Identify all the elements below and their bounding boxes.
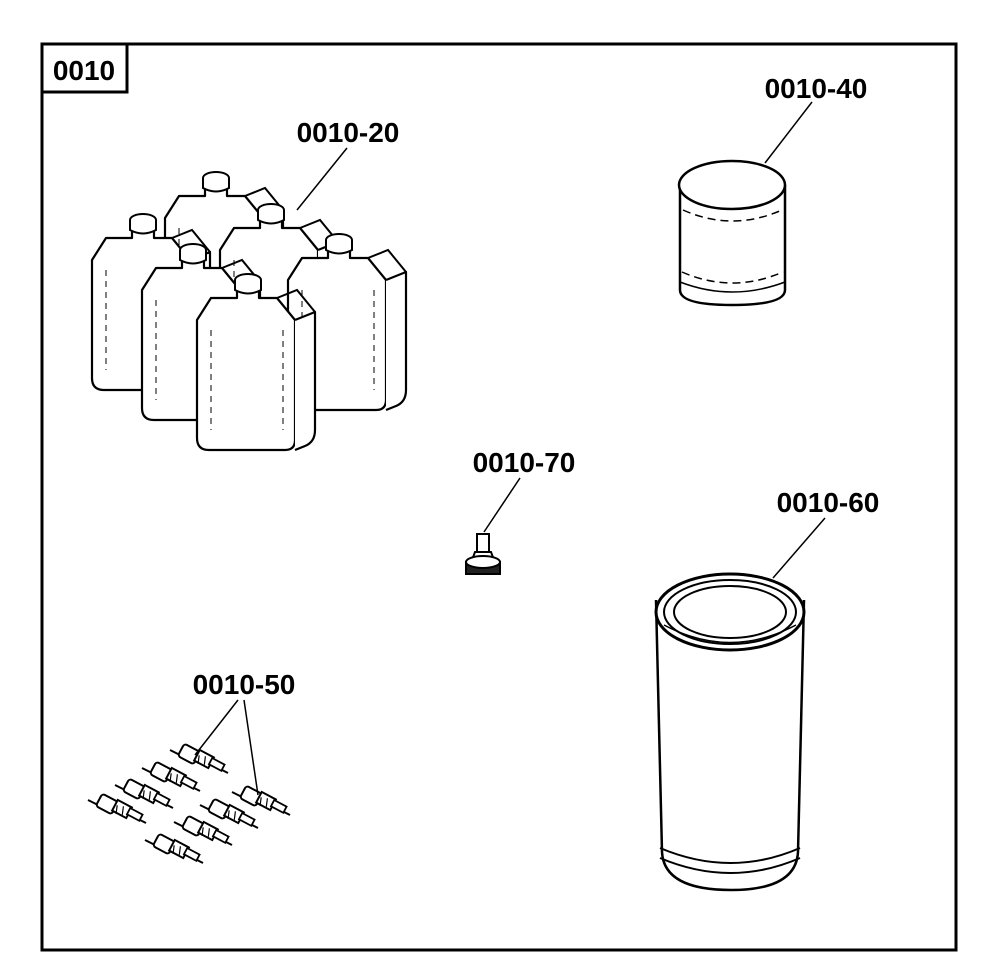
callout-oil-filter: 0010-40 bbox=[765, 73, 868, 104]
leader-line-air-filter bbox=[772, 517, 826, 579]
frame-label: 0010 bbox=[53, 55, 115, 86]
callout-drain-valve: 0010-70 bbox=[473, 447, 576, 478]
leader-line-drain-valve bbox=[483, 477, 521, 533]
callout-oil-bottles: 0010-20 bbox=[297, 117, 400, 148]
leader-line-spark-plugs-b bbox=[243, 699, 259, 796]
leader-line-oil-filter bbox=[764, 101, 813, 164]
diagram-frame bbox=[40, 42, 958, 952]
oil-bottles-illustration bbox=[90, 170, 408, 452]
drain-valve-illustration bbox=[465, 533, 501, 575]
callout-spark-plugs: 0010-50 bbox=[193, 669, 296, 700]
frame-label-box bbox=[40, 42, 129, 94]
oil-filter-illustration bbox=[677, 159, 787, 307]
air-filter-illustration bbox=[654, 572, 806, 892]
leader-line-spark-plugs-a bbox=[194, 699, 239, 756]
callout-air-filter: 0010-60 bbox=[777, 487, 880, 518]
leader-line-oil-bottles bbox=[296, 147, 348, 211]
spark-plugs-illustration bbox=[87, 742, 291, 864]
